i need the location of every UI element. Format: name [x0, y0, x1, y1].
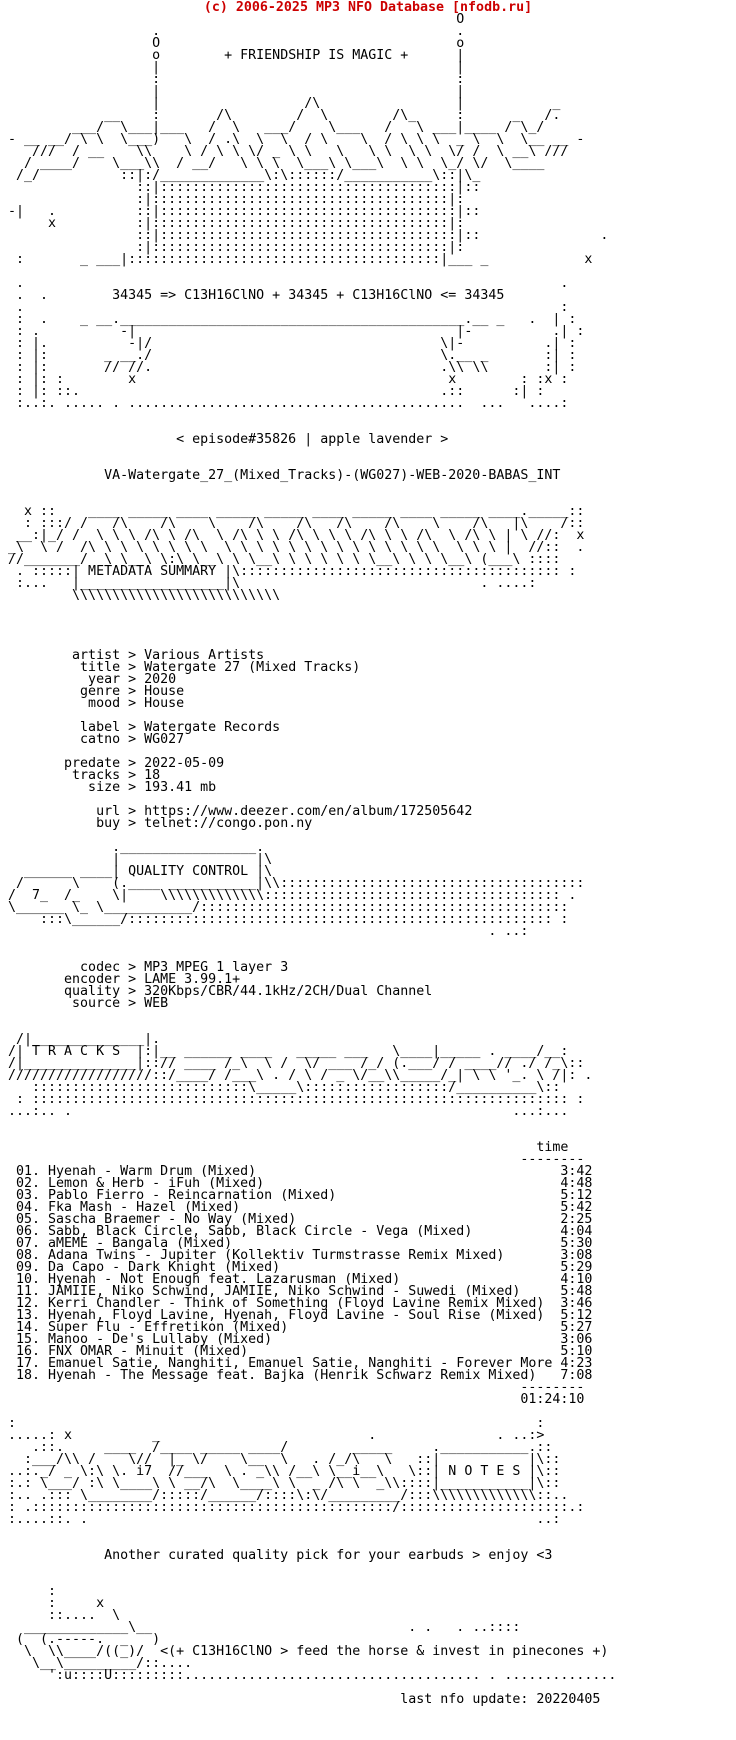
- notes-banner: : : .....: x _ . . ..:> .::. ____ /____ …: [8, 1416, 585, 1527]
- notes-text: Another curated quality pick for your ea…: [104, 1548, 553, 1563]
- metadata-summary-banner: x :: ____ _____ ____ _____ _____ ____ __…: [8, 504, 585, 603]
- metadata-fields: artist > Various Artists title > Waterga…: [64, 648, 473, 831]
- quality-fields: codec > MP3 MPEG 1 layer 3 encoder > LAM…: [64, 960, 433, 1011]
- episode-line: < episode#35826 | apple lavender >: [176, 432, 449, 447]
- top-ascii-art: O . . O o o + FRIENDSHIP IS MAGIC + | |: [8, 12, 609, 267]
- horse-ascii-art: : : x ::.... \ _____________\__ . . . ..…: [16, 1584, 617, 1683]
- release-name: VA-Watergate_27_(Mixed_Tracks)-(WG027)-W…: [104, 468, 561, 483]
- quality-control-banner: ._________________. | |\ ______ ____| QU…: [8, 840, 585, 939]
- last-update: last nfo update: 20220405: [400, 1692, 601, 1707]
- bridge-ascii-art: . . . . 34345 => C13H16ClNO + 34345 + C1…: [16, 276, 585, 411]
- track-list: time -------- 01. Hyenah - Warm Drum (Mi…: [16, 1140, 593, 1407]
- tracks-banner: /|______________|. /| T R A C K S |:|__ …: [8, 1032, 593, 1119]
- copyright-banner: (c) 2006-2025 MP3 NFO Database [nfodb.ru…: [203, 0, 533, 15]
